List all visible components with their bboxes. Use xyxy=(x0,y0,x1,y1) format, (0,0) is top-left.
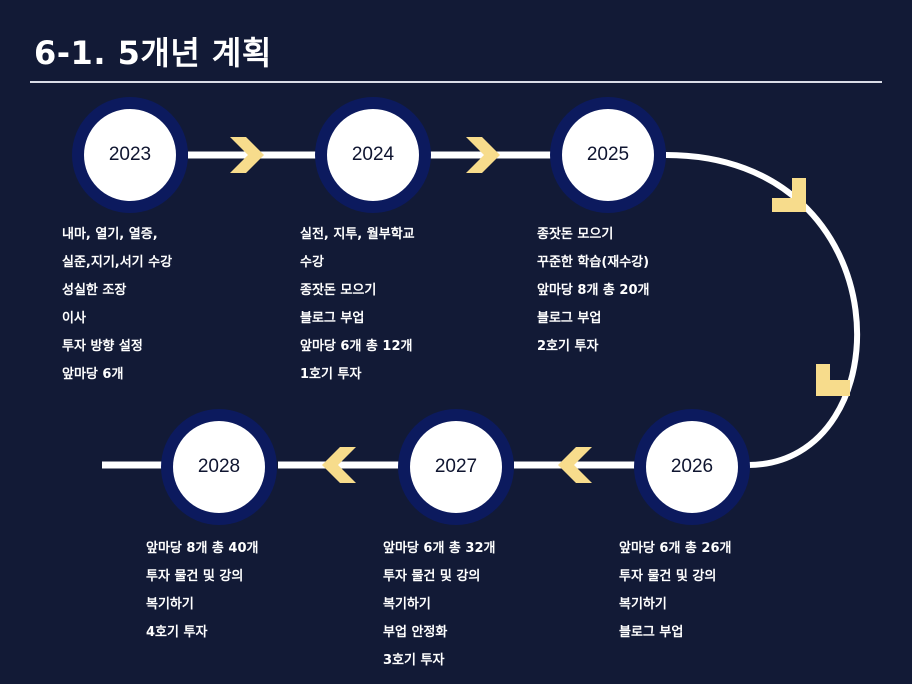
plan-item: 1호기 투자 xyxy=(300,367,362,382)
milestone-circle-2024 xyxy=(315,97,431,213)
plan-list-2023: 내마, 열기, 열증, 실준,지기,서기 수강 성실한 조장 이사 투자 방향 … xyxy=(62,221,262,389)
milestone-circle-2023 xyxy=(72,97,188,213)
corner-arrow-down-icon xyxy=(772,178,806,212)
plan-item: 내마, 열기, 열증, xyxy=(62,227,158,242)
chevron-right-icon xyxy=(466,137,500,173)
year-label-2026: 2026 xyxy=(670,456,714,477)
plan-item: 실준,지기,서기 수강 xyxy=(62,255,173,270)
page-title: 6-1. 5개년 계획 xyxy=(34,34,272,72)
chevron-left-icon xyxy=(558,447,592,483)
year-label-2027: 2027 xyxy=(434,456,478,477)
year-label-2024: 2024 xyxy=(351,144,395,165)
chevron-right-icon xyxy=(230,137,264,173)
plan-item: 블로그 부업 xyxy=(300,311,365,326)
plan-item: 투자 물건 및 강의 xyxy=(146,569,244,584)
plan-item: 복기하기 xyxy=(383,597,431,612)
plan-item: 앞마당 6개 총 26개 xyxy=(619,541,732,556)
year-label-2028: 2028 xyxy=(197,456,241,477)
plan-item: 앞마당 8개 총 20개 xyxy=(537,283,650,298)
plan-item: 성실한 조장 xyxy=(62,283,127,298)
milestone-circle-2027 xyxy=(398,409,514,525)
milestone-circle-2026 xyxy=(634,409,750,525)
chevron-left-icon xyxy=(322,447,356,483)
curved-connector xyxy=(665,152,861,468)
corner-arrow-left-icon xyxy=(816,364,850,396)
plan-item: 실전, 지투, 월부학교 xyxy=(300,227,415,242)
plan-item: 종잣돈 모으기 xyxy=(300,283,377,298)
plan-list-2027: 앞마당 6개 총 32개 투자 물건 및 강의 복기하기 부업 안정화 3호기 … xyxy=(383,535,583,675)
plan-item: 꾸준한 학습(재수강) xyxy=(537,255,650,270)
plan-item: 종잣돈 모으기 xyxy=(537,227,614,242)
plan-item: 앞마당 8개 총 40개 xyxy=(146,541,259,556)
plan-list-2026: 앞마당 6개 총 26개 투자 물건 및 강의 복기하기 블로그 부업 xyxy=(619,535,819,647)
plan-item: 복기하기 xyxy=(146,597,194,612)
milestone-circle-2025 xyxy=(550,97,666,213)
year-label-2025: 2025 xyxy=(586,144,630,165)
plan-item: 앞마당 6개 xyxy=(62,367,124,382)
year-label-2023: 2023 xyxy=(108,144,152,165)
plan-item: 4호기 투자 xyxy=(146,625,208,640)
plan-item: 앞마당 6개 총 12개 xyxy=(300,339,413,354)
plan-list-2025: 종잣돈 모으기 꾸준한 학습(재수강) 앞마당 8개 총 20개 블로그 부업 … xyxy=(537,221,737,361)
plan-item: 3호기 투자 xyxy=(383,653,445,668)
plan-item: 이사 xyxy=(62,311,86,326)
plan-item: 투자 물건 및 강의 xyxy=(383,569,481,584)
title-divider xyxy=(30,81,882,83)
plan-item: 투자 물건 및 강의 xyxy=(619,569,717,584)
plan-item: 블로그 부업 xyxy=(537,311,602,326)
plan-item: 2호기 투자 xyxy=(537,339,599,354)
plan-list-2024: 실전, 지투, 월부학교 수강 종잣돈 모으기 블로그 부업 앞마당 6개 총 … xyxy=(300,221,500,389)
plan-item: 수강 xyxy=(300,255,324,270)
plan-item: 부업 안정화 xyxy=(383,625,448,640)
plan-item: 앞마당 6개 총 32개 xyxy=(383,541,496,556)
plan-item: 투자 방향 설정 xyxy=(62,339,143,354)
milestone-circle-2028 xyxy=(161,409,277,525)
plan-item: 블로그 부업 xyxy=(619,625,684,640)
plan-list-2028: 앞마당 8개 총 40개 투자 물건 및 강의 복기하기 4호기 투자 xyxy=(146,535,346,647)
plan-item: 복기하기 xyxy=(619,597,667,612)
